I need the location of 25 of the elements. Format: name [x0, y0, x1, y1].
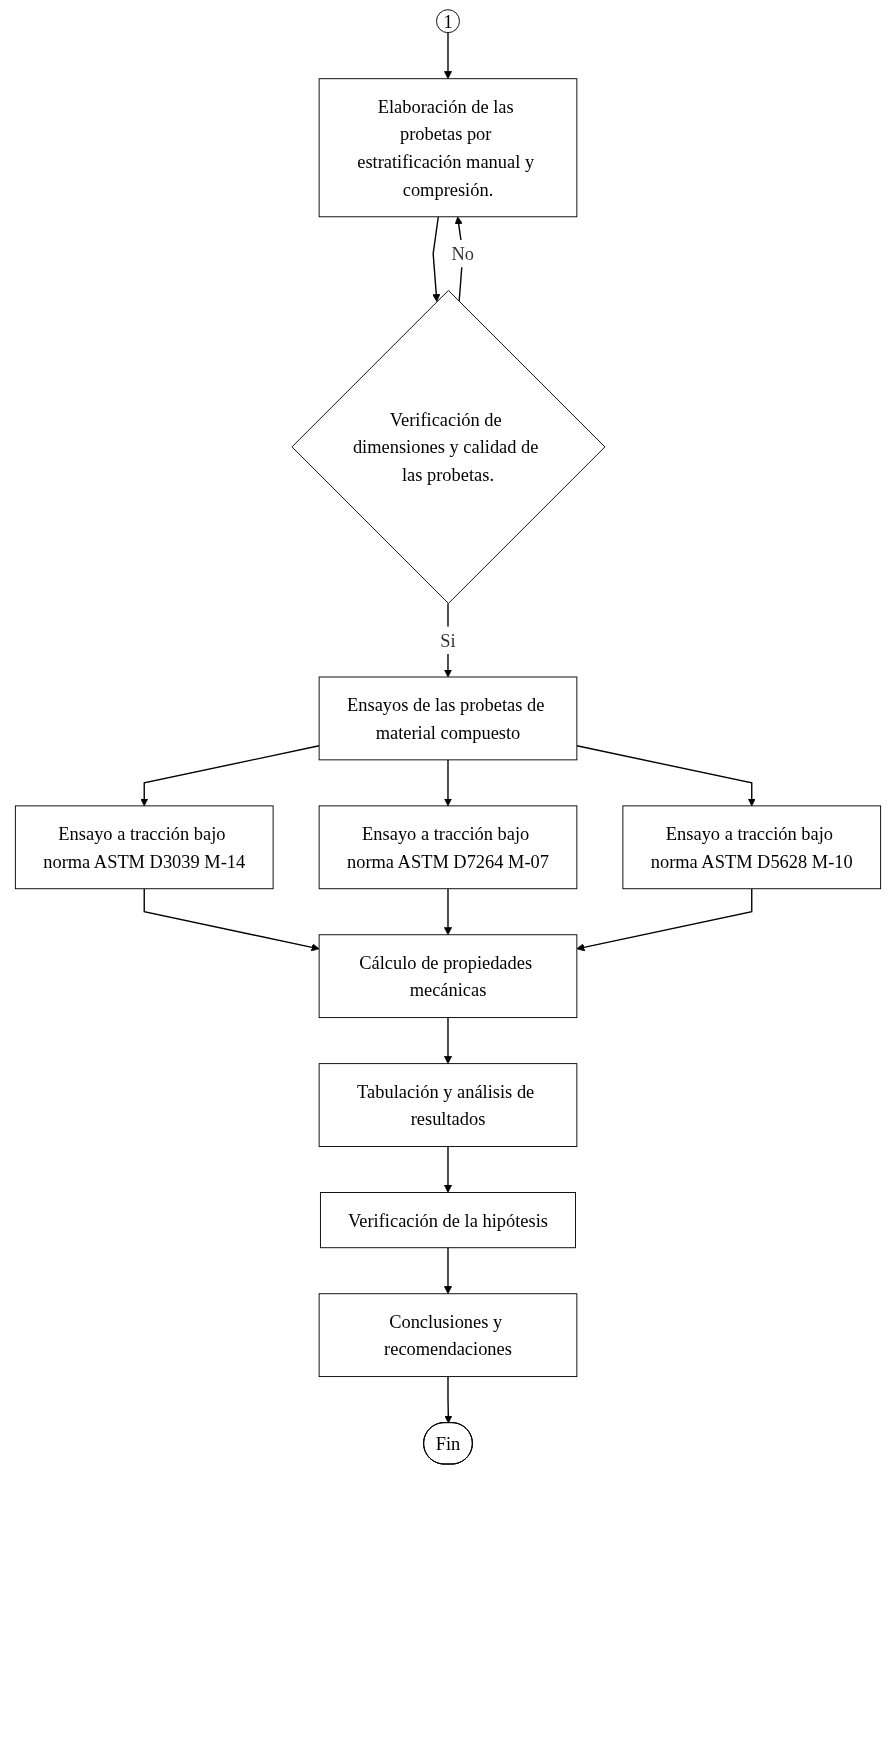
- arrow: [140, 745, 320, 807]
- arrow: [444, 1375, 453, 1424]
- arrow: [143, 888, 320, 952]
- arrow: [443, 32, 453, 80]
- node-circle: 1: [436, 9, 460, 34]
- arrow: [443, 1145, 453, 1193]
- node-box: Conclusiones y recomendaciones: [318, 1293, 578, 1378]
- edge-label: Si: [440, 630, 456, 651]
- node-diamond: Verificación de dimensiones y calidad de las probetas.: [291, 289, 606, 604]
- node-box: Elaboración de las probetas por estratificación manual y compresión.: [318, 78, 578, 218]
- node-box: Ensayo a tracción bajo norma ASTM D3039 M-14: [14, 805, 274, 890]
- node-box: Ensayo a tracción bajo norma ASTM D7264 M-07: [318, 805, 578, 890]
- edge-label: No: [451, 243, 475, 264]
- arrow: [576, 888, 753, 952]
- node-box: Ensayo a tracción bajo norma ASTM D5628 M-10: [622, 805, 882, 890]
- arrow: [443, 1247, 453, 1295]
- node-box: Ensayos de las probetas de material compuesto: [318, 676, 578, 761]
- arrow: [432, 216, 441, 302]
- node-box: Cálculo de propiedades mecánicas: [318, 934, 578, 1019]
- arrow: [443, 1016, 453, 1064]
- node-box: Verificación de la hipótesis: [319, 1192, 576, 1249]
- arrow: [443, 759, 453, 807]
- arrow: [576, 745, 756, 807]
- node-box: Tabulación y análisis de resultados: [318, 1063, 578, 1147]
- arrow: [443, 888, 453, 936]
